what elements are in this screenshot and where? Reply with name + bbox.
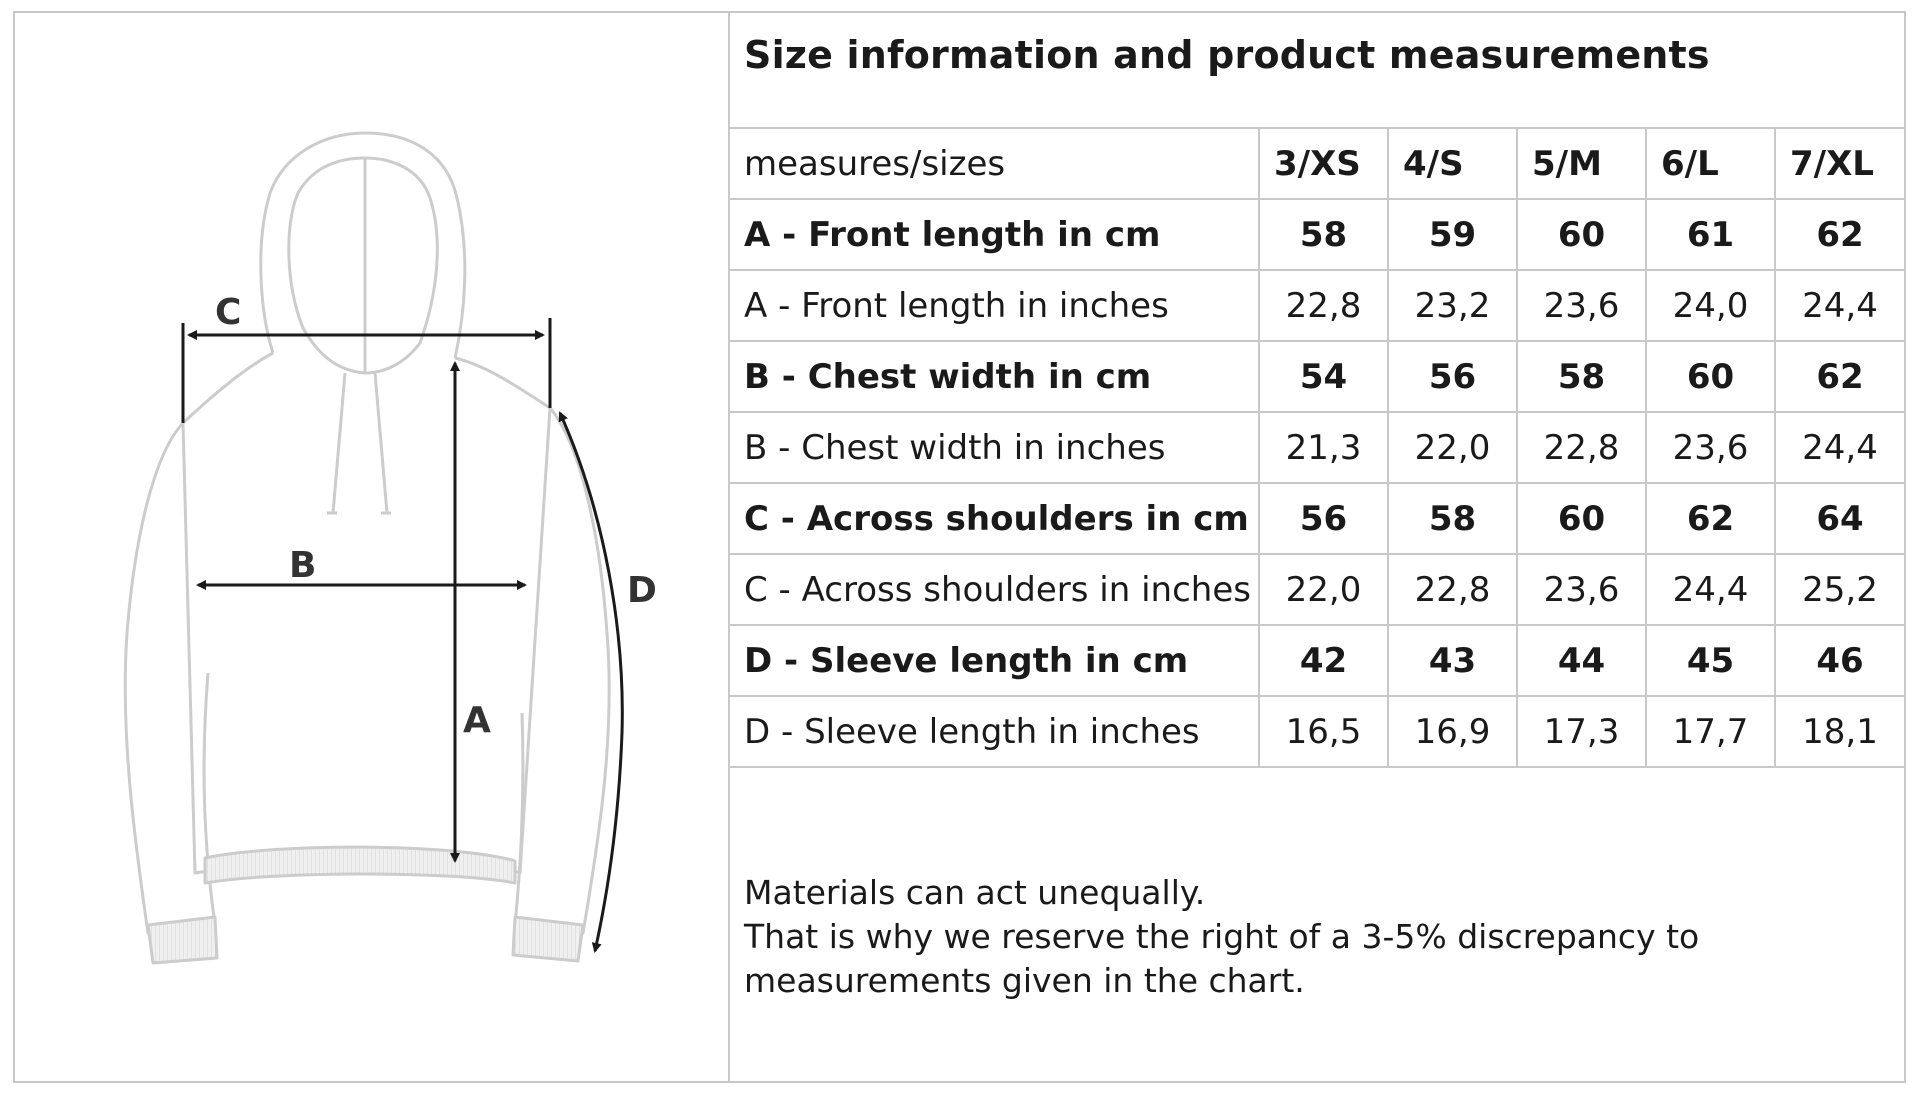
hoodie-outline	[123, 131, 611, 965]
header-size: 5/M	[1516, 127, 1646, 199]
measurement-cell: 44	[1516, 624, 1646, 696]
measurement-cell: 45	[1645, 624, 1775, 696]
note-line: That is why we reserve the right of a 3-…	[744, 917, 1700, 956]
hoodie-illustration	[123, 131, 624, 965]
measurement-cell: 56	[1258, 482, 1388, 554]
row-label: D - Sleeve length in inches	[730, 695, 1259, 768]
header-measures-sizes: measures/sizes	[730, 127, 1259, 199]
measurement-cell: 54	[1258, 340, 1388, 412]
measurement-cell: 17,7	[1645, 695, 1775, 768]
size-chart-frame	[13, 11, 1906, 1083]
measurements-table: measures/sizes 3/XS 4/S 5/M 6/L 7/XL A -…	[730, 127, 1904, 768]
measurement-cell: 60	[1645, 340, 1775, 412]
measurement-cell: 23,2	[1387, 269, 1517, 341]
measurement-cell: 22,0	[1387, 411, 1517, 483]
measurement-cell: 60	[1516, 482, 1646, 554]
measurement-cell: 58	[1387, 482, 1517, 554]
row-label: C - Across shoulders in inches	[730, 553, 1259, 625]
row-label: D - Sleeve length in cm	[730, 624, 1259, 696]
measurement-cell: 17,3	[1516, 695, 1646, 768]
measurement-cell: 62	[1774, 340, 1904, 412]
page-title: Size information and product measurement…	[744, 33, 1710, 77]
measurement-cell: 22,8	[1516, 411, 1646, 483]
measurement-cell: 46	[1774, 624, 1904, 696]
measurement-cell: 23,6	[1645, 411, 1775, 483]
row-label: C - Across shoulders in cm	[730, 482, 1259, 554]
measurement-cell: 60	[1516, 198, 1646, 270]
measurement-cell: 18,1	[1774, 695, 1904, 768]
header-size: 6/L	[1645, 127, 1775, 199]
measurement-cell: 24,4	[1774, 411, 1904, 483]
measurement-cell: 62	[1774, 198, 1904, 270]
size-info-panel: Size information and product measurement…	[730, 13, 1904, 1081]
measurement-cell: 25,2	[1774, 553, 1904, 625]
measurement-cell: 58	[1516, 340, 1646, 412]
measurement-cell: 22,8	[1387, 553, 1517, 625]
panel-divider	[728, 11, 730, 1083]
label-a: A	[463, 700, 491, 741]
measurement-cell: 24,0	[1645, 269, 1775, 341]
measurement-cell: 22,8	[1258, 269, 1388, 341]
note-line: measurements given in the chart.	[744, 961, 1305, 1000]
measurement-cell: 58	[1258, 198, 1388, 270]
measurement-cell: 61	[1645, 198, 1775, 270]
header-size: 3/XS	[1258, 127, 1388, 199]
row-label: A - Front length in cm	[730, 198, 1259, 270]
row-label: A - Front length in inches	[730, 269, 1259, 341]
measurement-cell: 24,4	[1645, 553, 1775, 625]
label-d: D	[627, 570, 657, 611]
measurement-cell: 62	[1645, 482, 1775, 554]
measurement-cell: 64	[1774, 482, 1904, 554]
measurement-cell: 43	[1387, 624, 1517, 696]
header-size: 7/XL	[1774, 127, 1904, 199]
measurement-cell: 24,4	[1774, 269, 1904, 341]
measurement-cell: 16,5	[1258, 695, 1388, 768]
measurement-cell: 56	[1387, 340, 1517, 412]
measurement-cell: 59	[1387, 198, 1517, 270]
table-header-row: measures/sizes 3/XS 4/S 5/M 6/L 7/XL	[730, 127, 1904, 199]
measurement-cell: 16,9	[1387, 695, 1517, 768]
measurement-cell: 42	[1258, 624, 1388, 696]
label-b: B	[289, 545, 317, 586]
note-line: Materials can act unequally.	[744, 873, 1206, 912]
measurement-arrows	[181, 318, 624, 953]
row-label: B - Chest width in cm	[730, 340, 1259, 412]
row-label: B - Chest width in inches	[730, 411, 1259, 483]
measurement-cell: 23,6	[1516, 553, 1646, 625]
label-c: C	[215, 292, 242, 333]
discrepancy-note: Materials can act unequally. That is why…	[744, 871, 1699, 1003]
header-size: 4/S	[1387, 127, 1517, 199]
hoodie-measurement-diagram: C B A D	[15, 13, 728, 1081]
measurement-cell: 23,6	[1516, 269, 1646, 341]
measurement-cell: 21,3	[1258, 411, 1388, 483]
measurement-cell: 22,0	[1258, 553, 1388, 625]
